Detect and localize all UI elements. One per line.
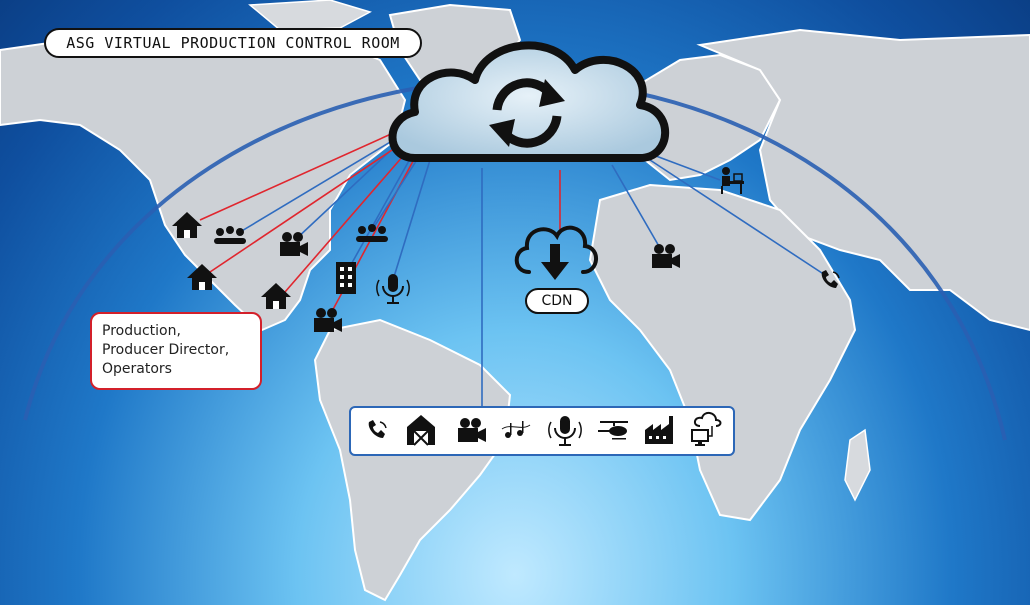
link-building (347, 149, 416, 271)
production-line-3: Operators (102, 361, 172, 377)
cdn-label: CDN (525, 288, 589, 314)
madagascar (844, 428, 871, 502)
home-icon (172, 212, 202, 238)
asia (696, 28, 1030, 332)
page-title: ASG VIRTUAL PRODUCTION CONTROL ROOM (44, 28, 422, 58)
sync-arrows-icon (489, 78, 565, 148)
source-icons-toolbar (349, 406, 735, 456)
building-icon (336, 262, 356, 294)
cloud-download-icon (514, 225, 598, 280)
home-icon (187, 264, 217, 290)
link-home-1 (199, 129, 401, 221)
production-line-1: Production, (102, 323, 181, 339)
home-icon (261, 283, 291, 309)
audience-icon (356, 224, 388, 242)
link-home-2 (209, 141, 405, 273)
video-camera-icon (314, 308, 342, 332)
map-icons (172, 167, 840, 332)
link-mic (392, 159, 431, 281)
desk-worker-icon (721, 167, 744, 194)
link-home-3 (284, 147, 411, 293)
south-america (313, 318, 512, 602)
central-cloud (388, 41, 670, 162)
microphone-icon (376, 274, 410, 304)
phone-icon (821, 270, 840, 288)
cloud-shape (388, 41, 670, 162)
production-line-2: Producer Director, (102, 342, 230, 358)
link-camera-3 (611, 164, 661, 249)
arctic-islands (248, 0, 372, 31)
production-info-box: Production, Producer Director, Operators (90, 312, 262, 390)
video-camera-icon (652, 244, 680, 268)
video-camera-icon (280, 232, 308, 256)
link-audience-1 (239, 134, 403, 233)
link-audience-2 (371, 154, 421, 231)
audience-icon (214, 226, 246, 244)
africa (588, 183, 857, 522)
link-phone (649, 159, 826, 276)
